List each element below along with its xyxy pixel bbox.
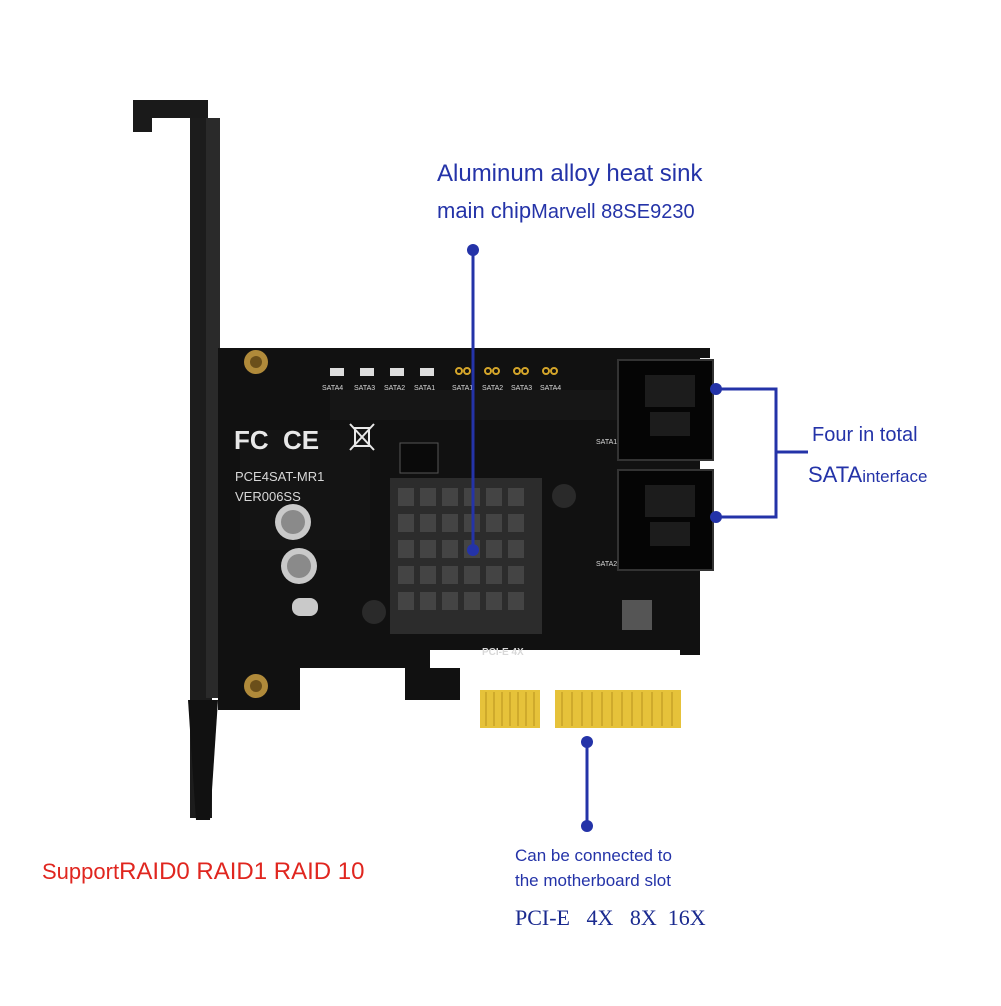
- port-label: SATA1: [596, 439, 617, 446]
- raid-support-label: SupportRAID0 RAID1 RAID 10: [42, 858, 364, 886]
- port-label: SATA2: [596, 561, 617, 568]
- sata-port: [617, 469, 714, 571]
- inductor: [622, 600, 652, 630]
- sata-callout-subtitle: SATAinterface: [808, 462, 927, 488]
- heatsink-callout-title: Aluminum alloy heat sink: [437, 160, 703, 187]
- slot-callout-line: [581, 736, 593, 832]
- jumper-label: SATA3: [511, 385, 532, 392]
- led-label: SATA3: [354, 385, 375, 392]
- main-chip-prefix: main chip: [437, 198, 532, 223]
- version-label: VER006SS: [235, 489, 301, 504]
- slot-compatibility: PCI-E 4X 8X 16X: [515, 905, 706, 930]
- raid-modes: RAID0 RAID1 RAID 10: [119, 858, 365, 885]
- sata-word: SATA: [808, 462, 863, 487]
- main-chip-model: Marvell 88SE9230: [531, 201, 695, 223]
- led-label: SATA1: [414, 385, 435, 392]
- jumper-pins: [455, 367, 558, 375]
- weee-bin-icon: [349, 423, 375, 451]
- fc-mark: FC: [234, 425, 269, 455]
- jumper-label: SATA4: [540, 385, 561, 392]
- heatsink-callout-line: [467, 244, 479, 556]
- bus-label: PCI-E 4X: [482, 647, 524, 658]
- pcie-gold-contacts: [480, 690, 681, 728]
- led-label: SATA4: [322, 385, 343, 392]
- capacitor: [275, 504, 318, 616]
- slot-callout-line1: Can be connected to: [515, 846, 672, 865]
- sata-callout-bracket: [716, 387, 808, 519]
- led-label: SATA2: [384, 385, 405, 392]
- slot-callout-line2: the motherboard slot: [515, 871, 671, 890]
- sata-port: [617, 359, 714, 461]
- callout-dot: [710, 383, 722, 395]
- ce-mark: CE: [283, 425, 319, 455]
- model-label: PCE4SAT-MR1: [235, 469, 324, 484]
- sata-callout-title: Four in total: [812, 424, 918, 446]
- main-chip-callout: main chipMarvell 88SE9230: [437, 198, 695, 224]
- sata-interface-word: interface: [862, 467, 928, 486]
- callout-dot: [710, 511, 722, 523]
- inductor: [552, 484, 576, 508]
- raid-support-prefix: Support: [42, 859, 120, 884]
- jumper-label: SATA1: [452, 385, 473, 392]
- heatsink: [390, 478, 542, 634]
- eeprom-chip: [399, 442, 439, 474]
- mounting-bracket: [133, 100, 220, 820]
- screw-icon: [244, 350, 268, 698]
- led-row: [330, 368, 434, 376]
- inductor: [362, 600, 386, 624]
- jumper-label: SATA2: [482, 385, 503, 392]
